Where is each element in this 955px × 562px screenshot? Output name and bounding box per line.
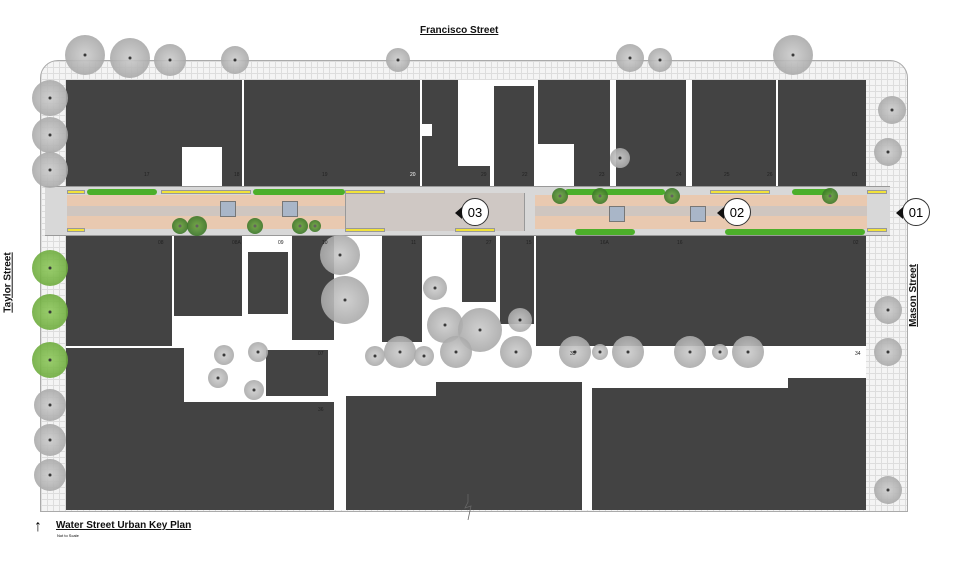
- tree-icon: [32, 152, 68, 188]
- tree-icon: [34, 459, 66, 491]
- lot-number: 19: [322, 172, 328, 178]
- tree-icon: [384, 336, 416, 368]
- lot-number: 27: [486, 240, 492, 246]
- lot-number: 16A: [600, 240, 609, 246]
- lot-number: 15: [526, 240, 532, 246]
- lot-number: 20: [410, 172, 416, 178]
- lot-number: 02: [853, 240, 859, 246]
- tree-icon: [874, 138, 902, 166]
- tree-icon: [292, 218, 308, 234]
- tree-icon: [34, 389, 66, 421]
- tree-icon: [34, 424, 66, 456]
- section-marker-02[interactable]: 02: [717, 198, 751, 226]
- lot-number: 24: [676, 172, 682, 178]
- tree-icon: [32, 250, 68, 286]
- lot-number: 26: [767, 172, 773, 178]
- lot-number: 35: [570, 351, 576, 357]
- street-label-north: Francisco Street: [420, 25, 499, 36]
- lot-number: 18: [234, 172, 240, 178]
- tree-icon: [32, 117, 68, 153]
- tree-icon: [508, 308, 532, 332]
- lot-number: 08: [158, 240, 164, 246]
- tree-icon: [874, 296, 902, 324]
- tree-icon: [773, 35, 813, 75]
- lot-number: 11: [411, 240, 417, 246]
- tree-icon: [154, 44, 186, 76]
- tree-icon: [440, 336, 472, 368]
- tree-icon: [110, 38, 150, 78]
- tree-icon: [365, 346, 385, 366]
- tree-icon: [500, 336, 532, 368]
- lot-number: 07: [318, 351, 324, 357]
- tree-icon: [878, 96, 906, 124]
- tree-icon: [592, 188, 608, 204]
- tree-icon: [664, 188, 680, 204]
- lot-number: 09: [278, 240, 284, 246]
- section-marker-01[interactable]: 01: [896, 198, 930, 226]
- tree-icon: [32, 342, 68, 378]
- lot-number: 34: [855, 351, 861, 357]
- street-label-west: Taylor Street: [2, 252, 14, 313]
- tree-icon: [244, 380, 264, 400]
- tree-icon: [248, 342, 268, 362]
- tree-icon: [32, 294, 68, 330]
- lot-number: 23: [599, 172, 605, 178]
- tree-icon: [247, 218, 263, 234]
- tree-icon: [612, 336, 644, 368]
- tree-icon: [592, 344, 608, 360]
- tree-icon: [552, 188, 568, 204]
- tree-icon: [874, 338, 902, 366]
- tree-icon: [386, 48, 410, 72]
- tree-icon: [732, 336, 764, 368]
- north-arrow-icon: ↑: [34, 518, 42, 535]
- key-plan-scale-note: Not to Scale: [57, 533, 79, 538]
- lot-number: 36: [318, 407, 324, 413]
- lot-number: 29: [481, 172, 487, 178]
- tree-icon: [214, 345, 234, 365]
- tree-icon: [309, 220, 321, 232]
- lot-number: 10: [322, 240, 328, 246]
- break-line-icon: [464, 494, 472, 520]
- lot-number: 08A: [232, 240, 241, 246]
- tree-icon: [616, 44, 644, 72]
- tree-icon: [822, 188, 838, 204]
- section-marker-03[interactable]: 03: [455, 198, 489, 226]
- street-label-east: Mason Street: [907, 264, 919, 327]
- tree-icon: [712, 344, 728, 360]
- lot-number: 16: [677, 240, 683, 246]
- tree-icon: [172, 218, 188, 234]
- tree-icon: [414, 346, 434, 366]
- tree-icon: [610, 148, 630, 168]
- tree-icon: [221, 46, 249, 74]
- tree-icon: [65, 35, 105, 75]
- tree-icon: [208, 368, 228, 388]
- tree-icon: [874, 476, 902, 504]
- lot-number: 01: [852, 172, 858, 178]
- tree-icon: [320, 235, 360, 275]
- tree-icon: [674, 336, 706, 368]
- lot-number: 22: [522, 172, 528, 178]
- tree-icon: [32, 80, 68, 116]
- tree-icon: [648, 48, 672, 72]
- tree-icon: [423, 276, 447, 300]
- tree-icon: [559, 336, 591, 368]
- tree-icon: [321, 276, 369, 324]
- tree-icon: [187, 216, 207, 236]
- lot-number: 17: [144, 172, 150, 178]
- key-plan-title: Water Street Urban Key Plan: [56, 520, 192, 531]
- lot-number: 25: [724, 172, 730, 178]
